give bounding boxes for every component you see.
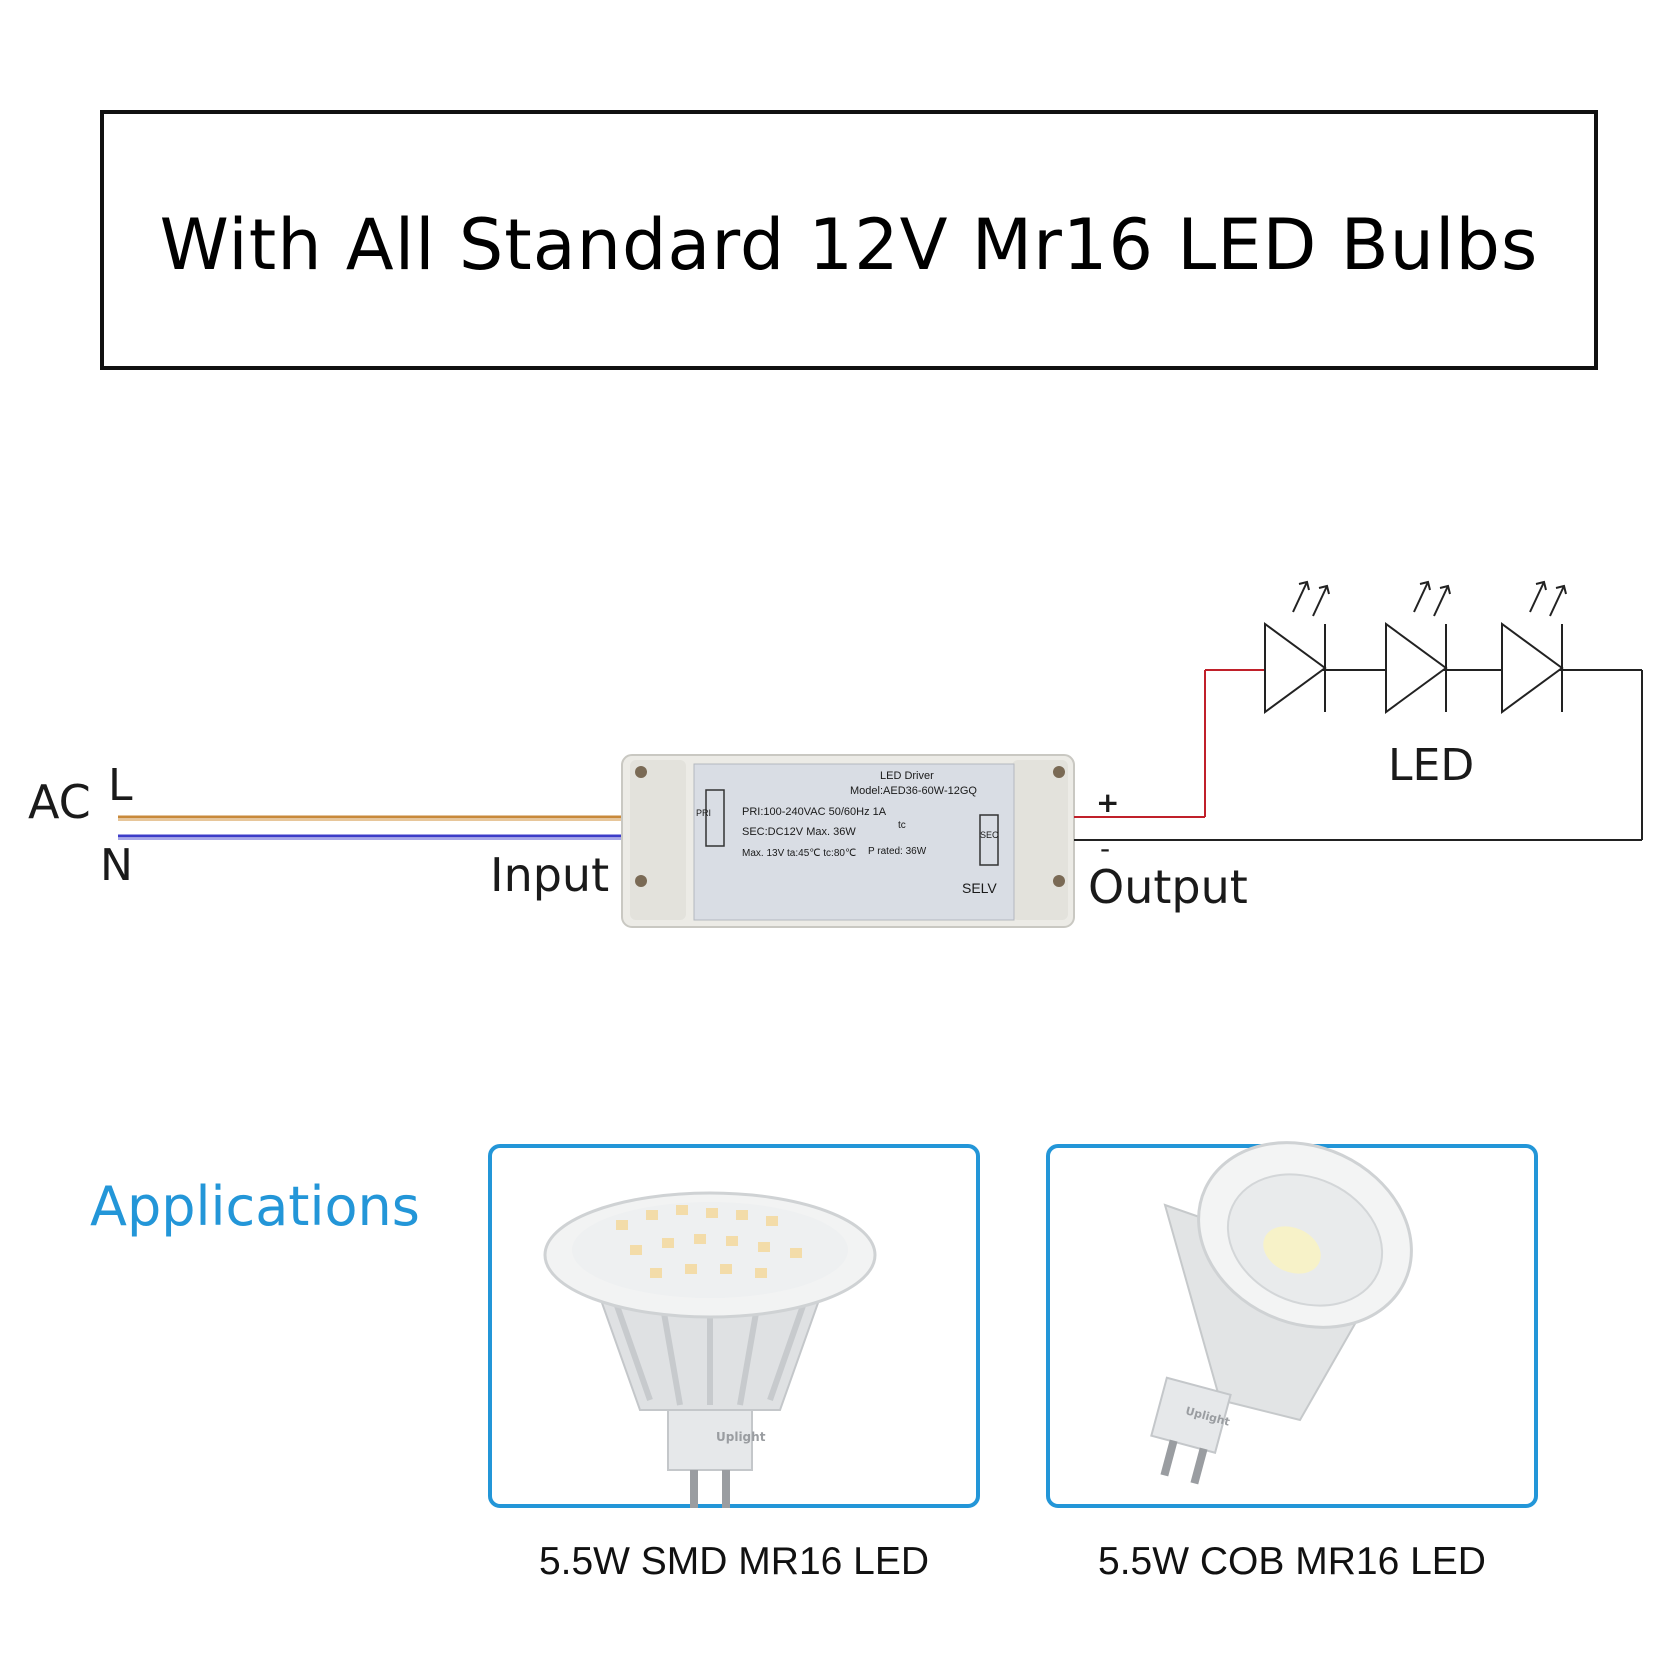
driver-selv: SELV [962, 880, 997, 896]
driver-pri: PRI:100-240VAC 50/60Hz 1A [742, 806, 887, 818]
led-symbol [1501, 580, 1567, 714]
driver-sec: SEC:DC12V Max. 36W [742, 826, 856, 838]
minus-label: - [1100, 832, 1111, 865]
driver-sec-terminal: SEC [980, 830, 999, 840]
driver-max: Max. 13V ta:45℃ tc:80℃ [742, 848, 857, 859]
cob-bulb-image [1150, 1141, 1413, 1485]
smd-brand-mark: Uplight [716, 1430, 766, 1444]
applications-heading: Applications [90, 1175, 420, 1238]
led-symbol [1264, 580, 1330, 714]
headline-box: With All Standard 12V Mr16 LED Bulbs [100, 110, 1598, 370]
cob-caption: 5.5W COB MR16 LED [1098, 1540, 1486, 1583]
smd-caption: 5.5W SMD MR16 LED [538, 1540, 930, 1583]
smd-bulb-image [543, 1191, 877, 1508]
plus-label: + [1096, 786, 1120, 819]
input-label: Input [490, 848, 610, 902]
driver-pri-terminal: PRI [696, 808, 712, 818]
ac-label: AC [28, 775, 91, 829]
output-label: Output [1088, 860, 1248, 914]
headline: With All Standard 12V Mr16 LED Bulbs [159, 204, 1539, 286]
driver-tc: tc [898, 820, 906, 831]
application-frame-smd [488, 1144, 980, 1508]
led-symbol [1385, 580, 1451, 714]
smd-chips [616, 1205, 802, 1278]
led-label: LED [1388, 740, 1475, 791]
led-driver [621, 754, 1075, 928]
n-label: N [100, 840, 133, 891]
l-label: L [108, 760, 133, 811]
driver-model: Model:AED36-60W-12GQ [850, 785, 977, 797]
driver-title: LED Driver [880, 770, 934, 782]
driver-rated: P rated: 36W [868, 846, 927, 857]
